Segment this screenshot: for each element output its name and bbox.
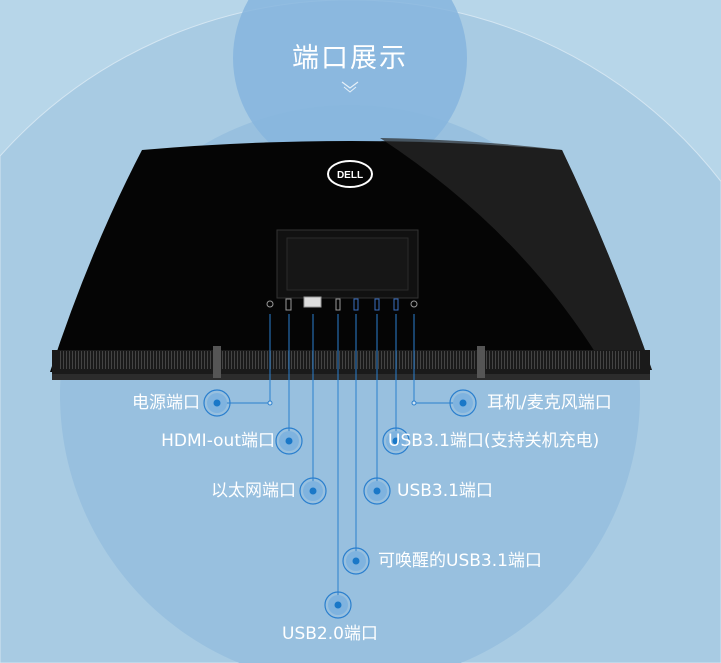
hotspot-marker-ethernet[interactable] <box>299 477 327 505</box>
label-power-port: 电源端口 <box>132 393 200 413</box>
label-usb31-port: USB3.1端口 <box>397 481 493 501</box>
monitor-back: DELL <box>50 138 652 380</box>
label-usb31-wake-port: 可唤醒的USB3.1端口 <box>378 551 542 571</box>
hotspot-marker-hdmi[interactable] <box>275 427 303 455</box>
chevron-down-icon[interactable] <box>340 80 360 94</box>
leader-lines <box>217 314 463 605</box>
label-usb20-port: USB2.0端口 <box>282 624 378 644</box>
hotspot-marker-usb31-wake[interactable] <box>342 547 370 575</box>
hotspot-marker-usb31-charge[interactable] <box>382 427 410 455</box>
dell-logo <box>327 160 373 188</box>
hotspot-marker-audio[interactable] <box>449 389 477 417</box>
hotspot-marker-usb20[interactable] <box>324 591 352 619</box>
label-hdmi-port: HDMI-out端口 <box>161 431 275 451</box>
page-title: 端口展示 <box>292 43 408 74</box>
port-icons <box>266 296 418 311</box>
hotspot-marker-usb31[interactable] <box>363 477 391 505</box>
label-ethernet-port: 以太网端口 <box>211 481 296 501</box>
hotspot-marker-power[interactable] <box>203 389 231 417</box>
label-usb31-charge-port: USB3.1端口(支持关机充电) <box>388 431 600 451</box>
label-audio-port: 耳机/麦克风端口 <box>487 393 612 413</box>
dell-logo-text: DELL <box>337 170 363 181</box>
